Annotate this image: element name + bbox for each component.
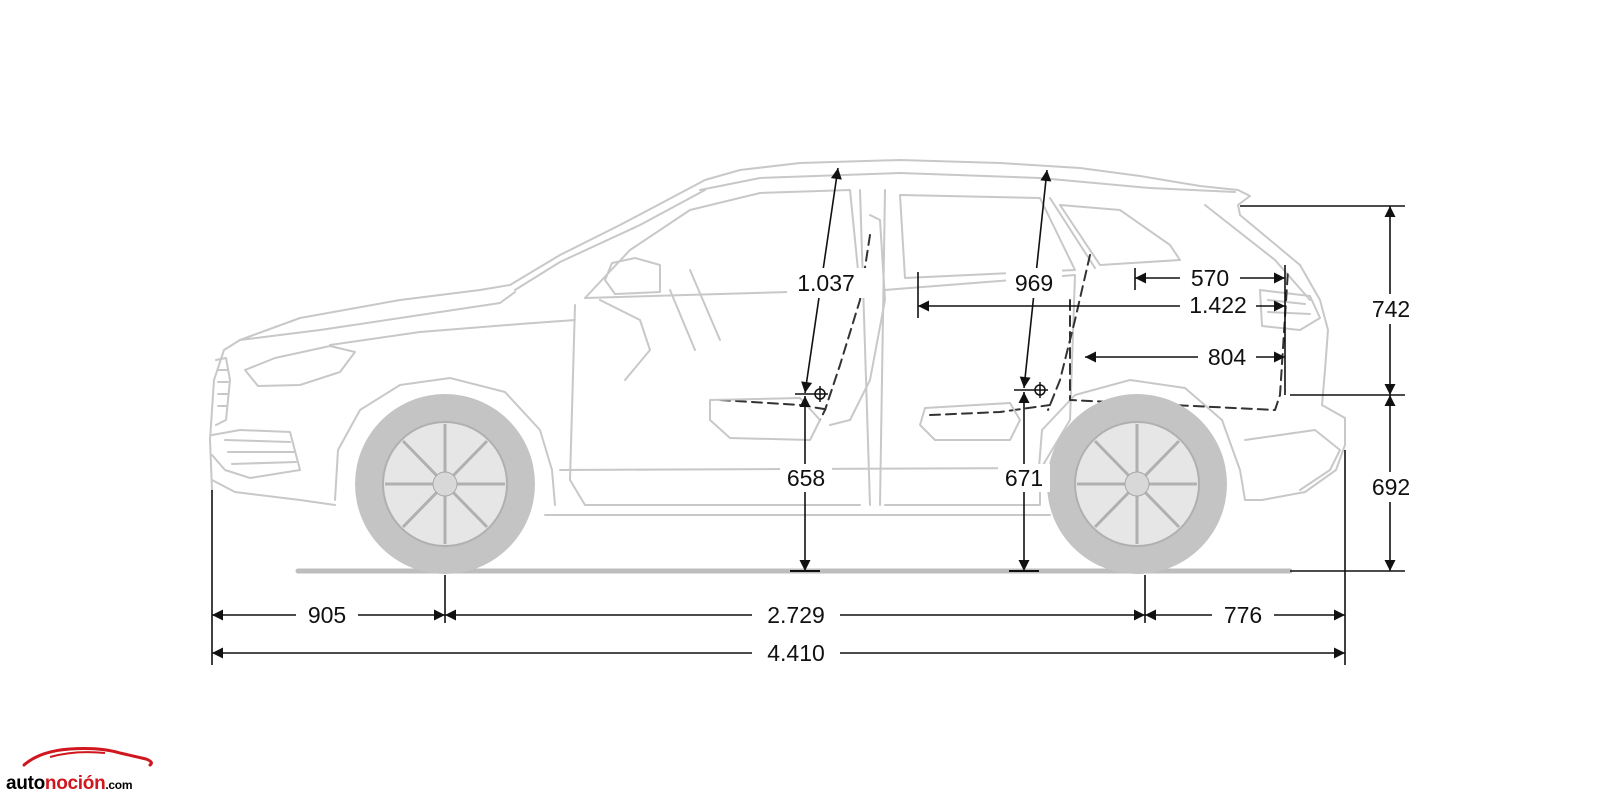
front-bumper [211, 429, 301, 479]
seat-reference-point-icon [1014, 382, 1048, 398]
label-rear-headroom: 969 [1015, 270, 1053, 296]
grille-bars [217, 369, 229, 407]
label-luggage-upper: 570 [1191, 265, 1229, 291]
label-front-overhang: 905 [308, 602, 346, 628]
label-front-headroom: 1.037 [797, 270, 855, 296]
roof-line [699, 172, 1236, 193]
logo-tld: .com [105, 778, 133, 792]
b-pillar-2 [879, 189, 886, 506]
front-seat-base [709, 397, 821, 441]
seat-reference-point-icon [795, 386, 828, 402]
tail-light [1259, 289, 1321, 331]
dimension-labels: 905 2.729 776 4.410 742 692 570 1.422 80… [296, 264, 1417, 668]
rear-seat-back [1047, 254, 1091, 411]
door-mirror [604, 257, 661, 295]
label-luggage-lower: 804 [1208, 344, 1247, 370]
rear-window [899, 194, 1076, 279]
grille [215, 357, 231, 426]
quarter-glass [1059, 204, 1181, 266]
tail-light-inner [1267, 299, 1311, 315]
label-rear-opening-height: 742 [1372, 296, 1410, 322]
steering-wheel [669, 269, 721, 351]
label-rear-seat-height: 671 [1005, 465, 1043, 491]
front-door [569, 304, 861, 506]
front-hub [432, 471, 458, 497]
label-luggage-length: 1.422 [1189, 292, 1247, 318]
dashboard [599, 299, 651, 381]
label-load-sill-height: 692 [1372, 474, 1410, 500]
rear-wheel [1047, 394, 1227, 574]
logo-wordmark: autonoción.com [6, 773, 133, 795]
label-overall-length: 4.410 [767, 640, 825, 666]
front-seat-frame [829, 214, 886, 426]
logo-auto: auto [6, 773, 45, 794]
rear-seat-cushion [929, 404, 1051, 416]
car-side-view [209, 159, 1346, 574]
hood-line [239, 291, 516, 341]
b-pillar [859, 189, 871, 506]
logo-brand: noción [44, 773, 106, 794]
body-outline [209, 159, 1346, 501]
rear-bumper [1244, 429, 1341, 491]
headlight [244, 345, 356, 387]
rear-hub [1124, 471, 1150, 497]
rear-seat-base [919, 402, 1021, 441]
hood-shoulder [329, 319, 576, 346]
logo-car-icon [22, 747, 153, 767]
front-wheel [355, 394, 535, 574]
c-pillar [1049, 197, 1096, 269]
air-intake-mesh [224, 439, 297, 465]
front-seat-cushion [719, 399, 831, 411]
front-wheel-arch [334, 377, 556, 506]
rear-wheel-arch [1037, 379, 1246, 501]
rear-hatch [1204, 204, 1311, 301]
front-bumper-lower [211, 479, 336, 506]
windshield [514, 189, 706, 291]
autonocion-logo: autonoción.com [6, 745, 166, 795]
label-rear-overhang: 776 [1224, 602, 1262, 628]
label-front-seat-height: 658 [787, 465, 825, 491]
label-wheelbase: 2.729 [767, 602, 825, 628]
